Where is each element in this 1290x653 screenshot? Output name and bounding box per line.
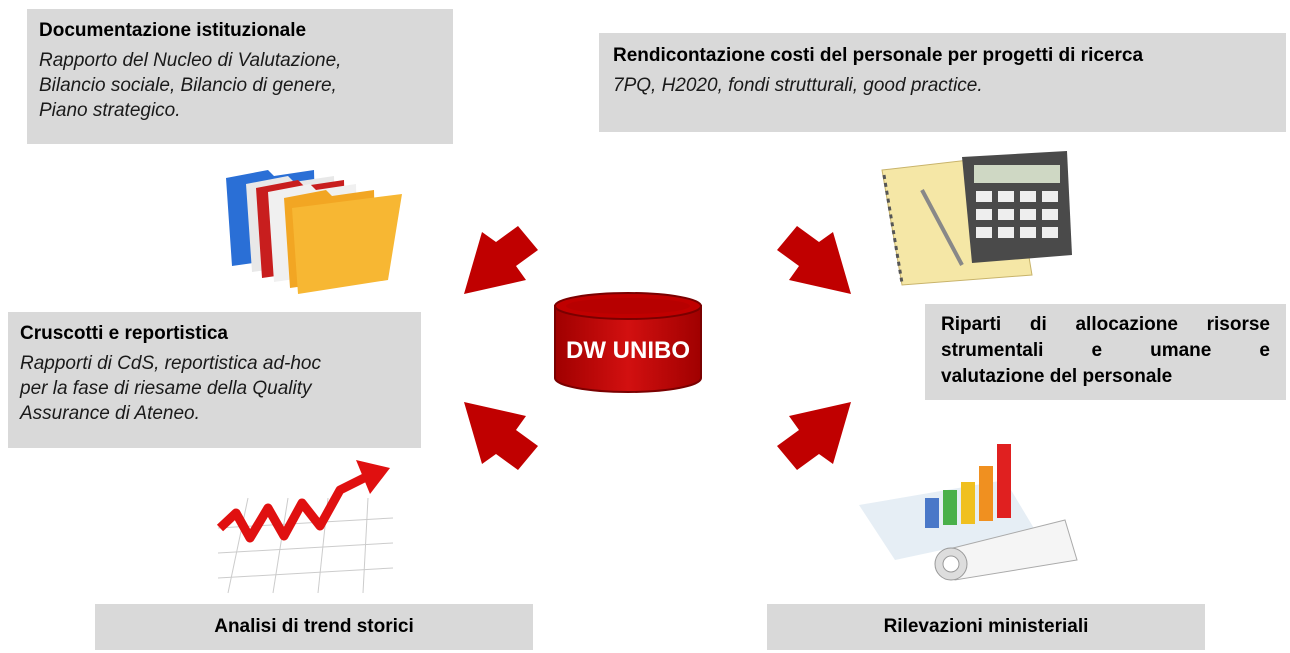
trend-title: Analisi di trend storici bbox=[214, 616, 414, 637]
calculator-notebook-icon bbox=[881, 151, 1072, 286]
bar-chart-icon bbox=[859, 444, 1078, 581]
documentazione-line-3: Piano strategico. bbox=[39, 100, 181, 121]
cruscotti-line-1: Rapporti di CdS, reportistica ad-hoc bbox=[20, 353, 321, 374]
trend-chart-icon bbox=[216, 460, 394, 594]
database-cylinder: DW UNIBO bbox=[554, 292, 702, 393]
riparti-box: Riparti di allocazione risorse strumenta… bbox=[925, 304, 1286, 400]
documentazione-line-1: Rapporto del Nucleo di Valutazione, bbox=[39, 50, 342, 71]
cruscotti-line-2: per la fase di riesame della Quality bbox=[20, 378, 312, 399]
cruscotti-line-3: Assurance di Ateneo. bbox=[20, 403, 200, 424]
database-label: DW UNIBO bbox=[566, 337, 690, 364]
rilevazioni-title: Rilevazioni ministeriali bbox=[883, 616, 1089, 637]
riparti-line-1: Riparti di allocazione risorse bbox=[941, 314, 1270, 335]
cruscotti-box: Cruscotti e reportistica Rapporti di CdS… bbox=[8, 312, 421, 448]
riparti-line-3: valutazione del personale bbox=[941, 366, 1173, 387]
documentazione-title: Documentazione istituzionale bbox=[39, 20, 307, 41]
rendicontazione-line-1: 7PQ, H2020, fondi strutturali, good prac… bbox=[613, 75, 983, 96]
arrow-up-left bbox=[464, 226, 538, 294]
rilevazioni-box: Rilevazioni ministeriali bbox=[767, 604, 1205, 650]
rendicontazione-box: Rendicontazione costi del personale per … bbox=[599, 33, 1286, 132]
folders-icon bbox=[226, 170, 402, 294]
documentazione-line-2: Bilancio sociale, Bilancio di genere, bbox=[39, 75, 337, 96]
rendicontazione-title: Rendicontazione costi del personale per … bbox=[613, 45, 1144, 66]
cruscotti-title: Cruscotti e reportistica bbox=[20, 323, 228, 344]
arrow-up-right bbox=[777, 226, 851, 294]
documentazione-box: Documentazione istituzionale Rapporto de… bbox=[27, 9, 453, 144]
arrow-down-left bbox=[464, 402, 538, 470]
trend-box: Analisi di trend storici bbox=[95, 604, 533, 650]
riparti-line-2: strumentali e umane e bbox=[941, 340, 1270, 361]
arrow-down-right bbox=[777, 402, 851, 470]
